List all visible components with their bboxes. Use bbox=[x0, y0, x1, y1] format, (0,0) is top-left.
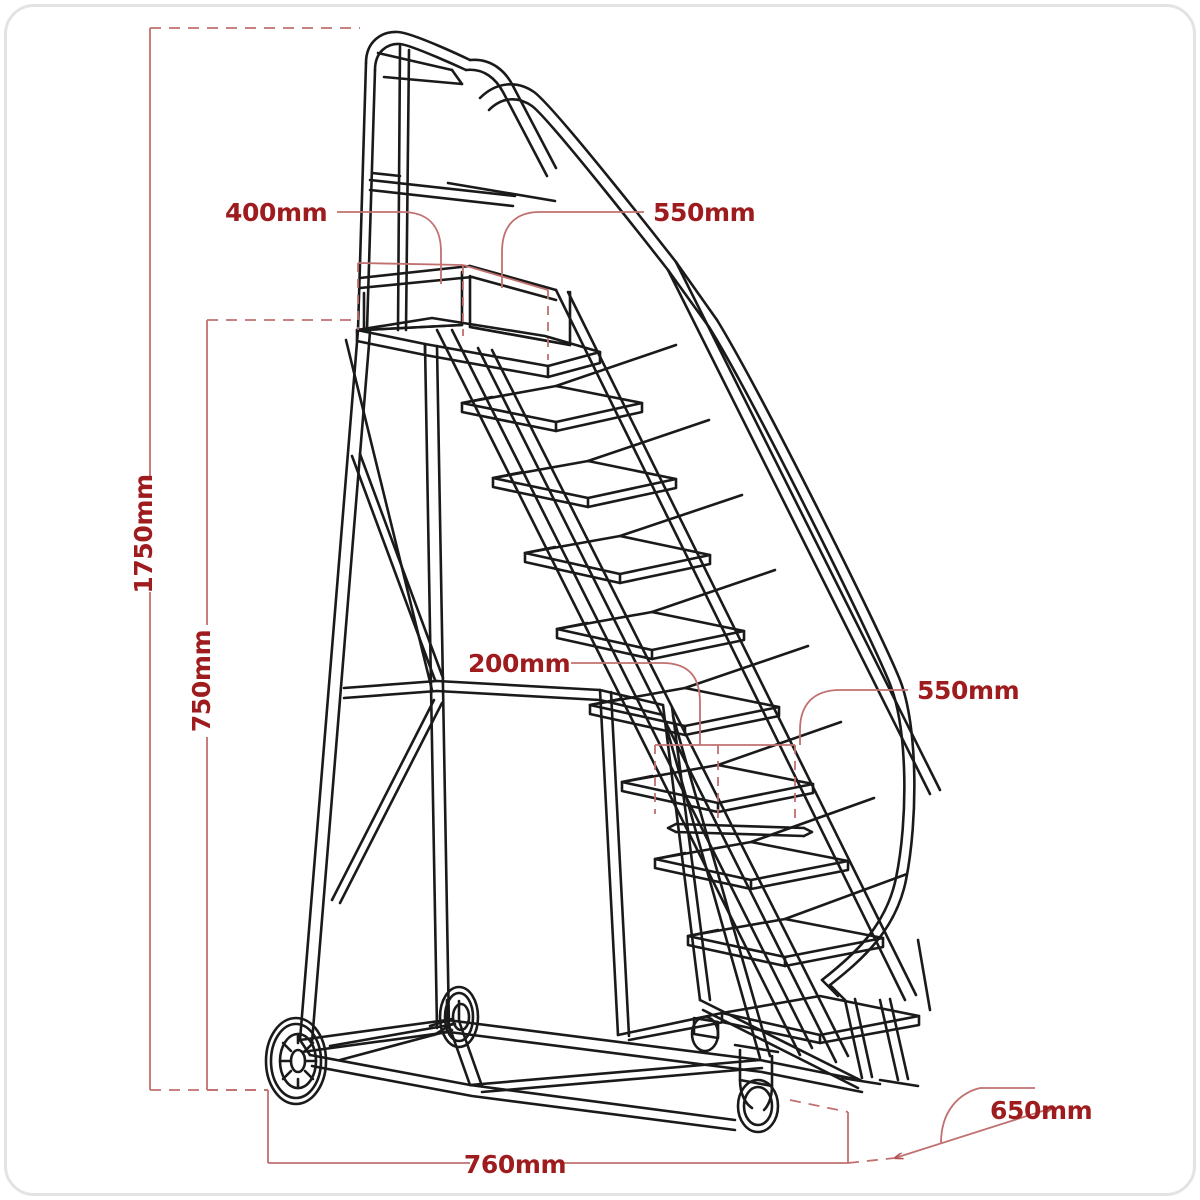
front-wheel-right bbox=[428, 985, 480, 1049]
dim-base-length-lines bbox=[267, 1090, 849, 1164]
dimension-annotations bbox=[149, 27, 1052, 1164]
mid-caster bbox=[690, 1015, 720, 1053]
dim-label-base-length: 760mm bbox=[464, 1150, 566, 1179]
rear-feet bbox=[840, 938, 932, 1088]
dim-label-overall-height: 1750mm bbox=[129, 474, 158, 593]
ladder-structure bbox=[264, 30, 942, 1134]
dim-tread-width-lines bbox=[794, 689, 908, 818]
dim-base-depth-lines bbox=[847, 1087, 1052, 1164]
dim-label-platform-height: 750mm bbox=[187, 630, 216, 732]
dim-platform-depth-lines bbox=[462, 211, 644, 360]
dim-label-base-depth: 650mm bbox=[990, 1096, 1092, 1125]
right-guard-rail bbox=[707, 318, 916, 1002]
dimension-labels: 400mm 550mm 1750mm 750mm 200mm 550mm 760… bbox=[129, 198, 1093, 1179]
dim-tread-depth-lines bbox=[571, 662, 795, 820]
rear-upright-frame bbox=[598, 688, 712, 1038]
dim-label-platform-depth: 550mm bbox=[653, 198, 755, 227]
platform-frame bbox=[358, 44, 558, 332]
dim-platform-height-lines bbox=[206, 319, 352, 1091]
front-wheel-left bbox=[264, 1016, 328, 1106]
dim-label-platform-width: 400mm bbox=[225, 198, 327, 227]
front-leg-frame bbox=[298, 328, 665, 1044]
dim-overall-height-lines bbox=[149, 27, 360, 1091]
dim-label-tread-depth: 200mm bbox=[468, 649, 570, 678]
secondary-handrail bbox=[478, 82, 719, 329]
lower-braces bbox=[616, 713, 862, 1090]
dim-platform-width-lines bbox=[337, 211, 464, 336]
dim-label-tread-width: 550mm bbox=[917, 676, 1019, 705]
